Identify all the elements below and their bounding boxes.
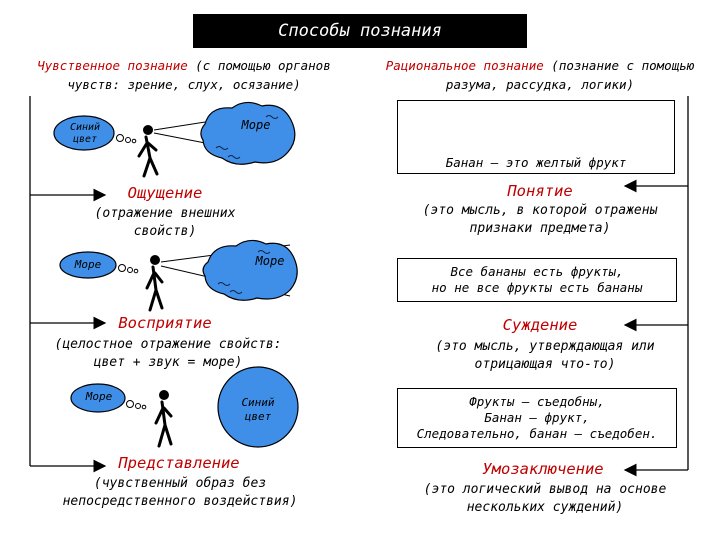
left-level1-desc: (отражение внешних свойств) [94, 206, 236, 239]
scene1-bubble-label: Синий цвет [69, 122, 101, 145]
cloud-sea [202, 239, 298, 301]
person-figure [145, 255, 164, 312]
scene2-cloud-label: Море [255, 254, 285, 268]
left-header-term: Чувственное познание [37, 58, 188, 73]
right-level3-term: Умозаключение [482, 460, 604, 478]
thought-circle [217, 366, 299, 448]
example-box-judgment: Все бананы есть фрукты, но не все фрукты… [397, 258, 677, 302]
left-level3-term: Представление [118, 454, 240, 472]
left-bracket-lines [29, 96, 107, 473]
page-title: Способы познания [193, 14, 527, 48]
left-level2-term: Восприятие [118, 314, 212, 332]
example-inference-line1: Фрукты – съедобны, [469, 394, 605, 409]
example-judgment-line2: но не все фрукты есть бананы [431, 280, 643, 295]
right-level1-term: Понятие [507, 182, 573, 200]
thought-bubble [59, 251, 117, 279]
thought-bubble [53, 115, 115, 151]
example-inference-line2: Банан – фрукт, [484, 410, 590, 425]
right-level2-term: Суждение [502, 316, 578, 334]
left-header-desc: (с помощью органов чувств: зрение, слух,… [67, 58, 331, 92]
person-figure [154, 390, 173, 448]
right-bracket-lines [623, 96, 689, 477]
left-level1-term: Ощущение [127, 184, 203, 202]
left-header: Чувственное познание (с помощью органов … [14, 56, 354, 94]
example-concept-text: Банан – это желтый фрукт [445, 155, 627, 170]
scene-2 [59, 239, 298, 312]
right-header-term: Рациональное познание [385, 58, 544, 73]
scene2-bubble-label: Море [74, 258, 102, 271]
left-level2-desc: (целостное отражение свойств: цвет + зву… [54, 337, 282, 370]
scene3-circle-label: Синий цвет [241, 396, 275, 423]
right-level2-desc: (это мысль, утверждающая или отрицающая … [435, 339, 655, 372]
right-level1-desc: (это мысль, в которой отражены признаки … [422, 203, 658, 236]
example-inference-line3: Следовательно, банан – съедобен. [416, 426, 658, 441]
scene3-bubble-label: Море [85, 390, 113, 403]
example-box-concept: Банан – это желтый фрукт [397, 100, 675, 174]
scene-3 [70, 366, 299, 448]
example-judgment-line1: Все бананы есть фрукты, [450, 264, 624, 279]
example-box-inference: Фрукты – съедобны, Банан – фрукт, Следов… [397, 388, 677, 448]
scene1-cloud-label: Море [241, 118, 271, 132]
scene-1 [53, 101, 296, 178]
thought-bubble [70, 383, 126, 413]
person-figure [137, 125, 159, 178]
right-header: Рациональное познание (познание с помощь… [380, 56, 700, 94]
cloud-sea [200, 101, 296, 165]
left-level3-desc: (чувственный образ без непосредственного… [62, 476, 298, 509]
right-level3-desc: (это логический вывод на основе нескольк… [423, 482, 667, 515]
right-header-desc: (познание с помощью разума, рассудка, ло… [445, 58, 695, 92]
